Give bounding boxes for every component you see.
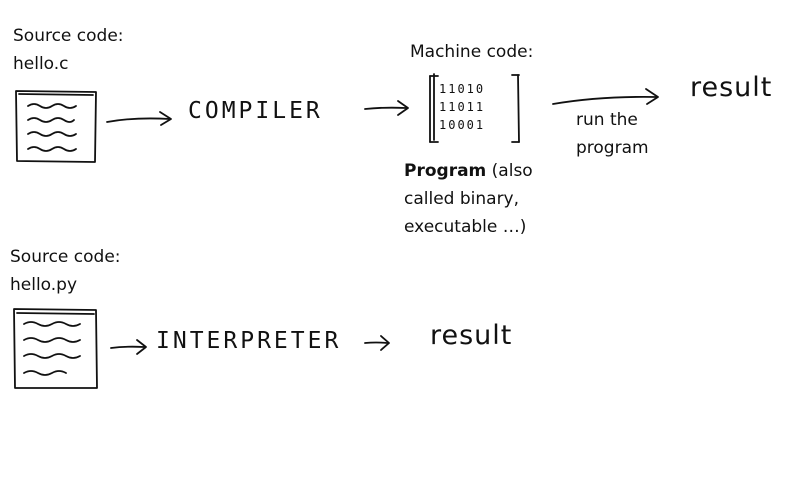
machine-code-box-icon — [429, 73, 520, 143]
arrow-to-result-compiled — [552, 88, 659, 105]
run-the-program-line2: program — [576, 138, 649, 158]
program-description-line3: executable …) — [404, 217, 527, 237]
program-rest: (also — [486, 161, 533, 181]
source-file-py: hello.py — [10, 275, 78, 295]
machine-code-bits: 11010 11011 10001 — [439, 80, 485, 134]
source-file-c: hello.c — [13, 54, 69, 74]
interpreter-label: INTERPRETER — [156, 328, 342, 354]
source-code-document-icon-c — [15, 90, 97, 163]
arrow-to-interpreter — [110, 339, 147, 355]
result-interpreted: result — [430, 320, 513, 351]
source-label-py: Source code: — [10, 247, 121, 267]
bits-row-2: 11011 — [439, 100, 486, 114]
bits-row-3: 10001 — [439, 118, 486, 132]
machine-code-label: Machine code: — [410, 42, 534, 62]
bits-row-1: 11010 — [439, 82, 486, 96]
program-bold-word: Program — [404, 161, 487, 181]
result-compiled: result — [690, 72, 773, 103]
program-description-line2: called binary, — [404, 189, 520, 209]
program-description-line1: Program (also — [404, 157, 533, 185]
arrow-to-machine-code — [364, 100, 409, 116]
source-code-document-icon-py — [13, 308, 98, 389]
arrow-to-compiler — [106, 111, 172, 126]
run-the-program-line1: run the — [576, 110, 638, 130]
arrow-to-result-interpreted — [364, 335, 390, 351]
compiler-label: COMPILER — [188, 98, 323, 124]
source-label-c: Source code: — [13, 26, 124, 46]
